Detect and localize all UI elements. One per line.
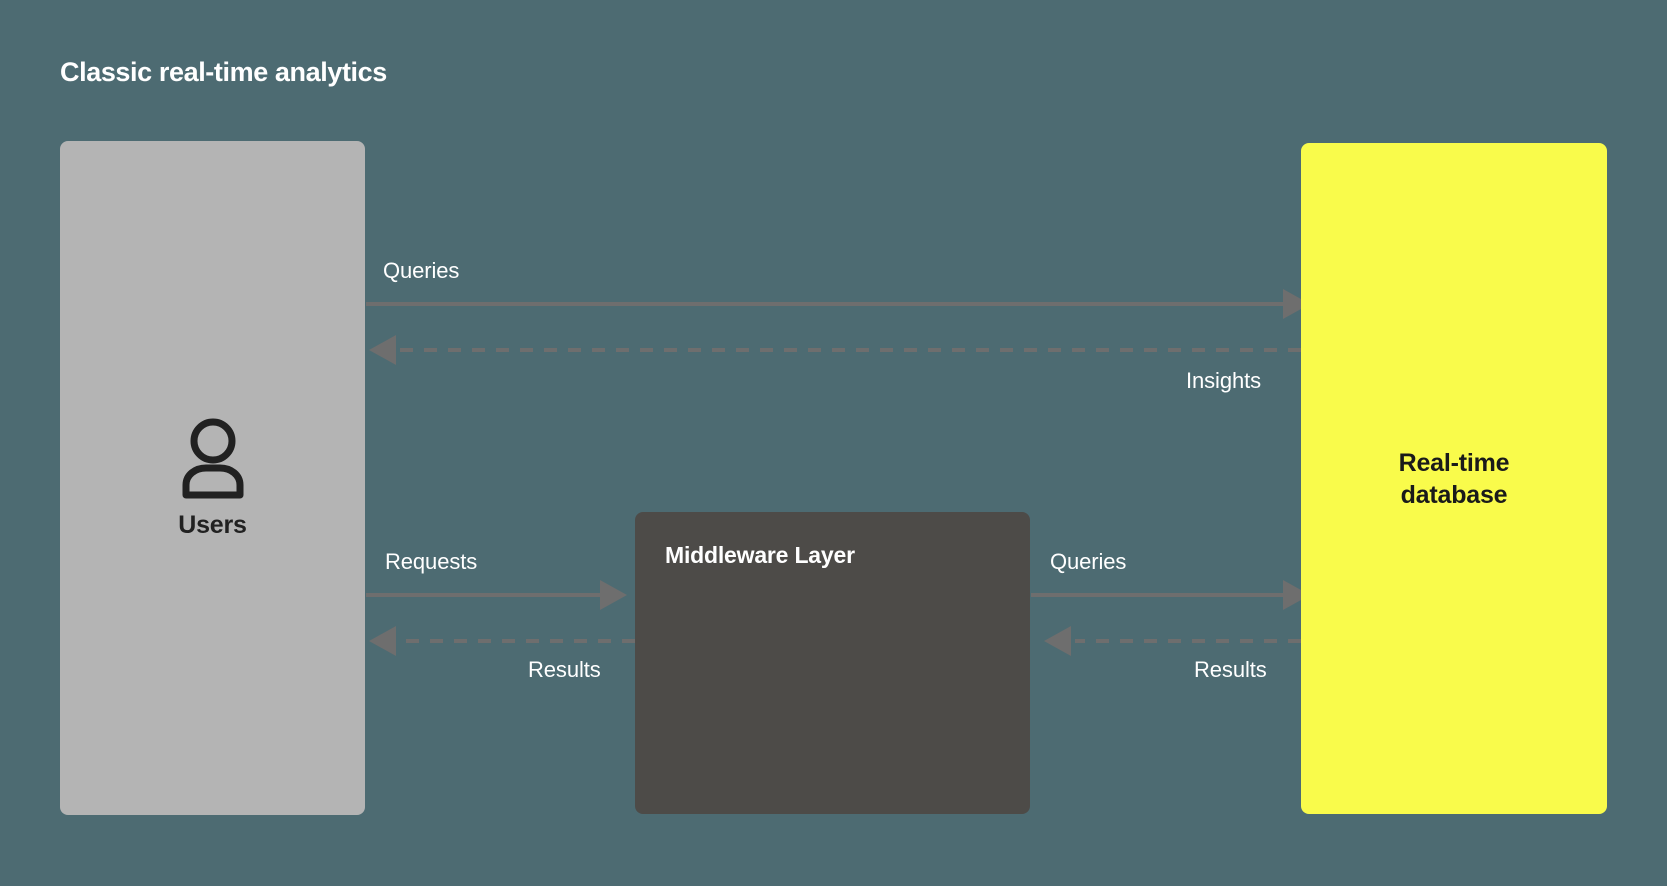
node-users[interactable]: Users — [60, 141, 365, 815]
edge-insights — [369, 335, 1301, 365]
edge-label-insights: Insights — [1186, 368, 1262, 393]
edge-label-requests: Requests — [385, 549, 478, 574]
edge-queries-mid — [1031, 580, 1310, 610]
edge-label-queries-top: Queries — [383, 258, 460, 283]
edge-results-right — [1044, 626, 1301, 656]
edge-label-queries-mid: Queries — [1050, 549, 1127, 574]
node-users-label: Users — [178, 510, 247, 539]
user-icon — [174, 417, 252, 499]
node-database-label-line1: Real-time — [1398, 448, 1510, 477]
edge-label-results-left: Results — [528, 657, 601, 682]
edge-requests — [366, 580, 627, 610]
edge-queries-top — [366, 289, 1310, 319]
node-middleware-label: Middleware Layer — [665, 542, 855, 568]
node-middleware[interactable]: Middleware Layer — [635, 512, 1030, 814]
edge-results-left — [369, 626, 635, 656]
node-database-label: Real-time database — [1399, 447, 1510, 511]
edge-label-results-right: Results — [1194, 657, 1267, 682]
node-database-label-line2: database — [1400, 480, 1508, 509]
node-database[interactable]: Real-time database — [1301, 143, 1607, 814]
page-title: Classic real-time analytics — [60, 57, 387, 87]
